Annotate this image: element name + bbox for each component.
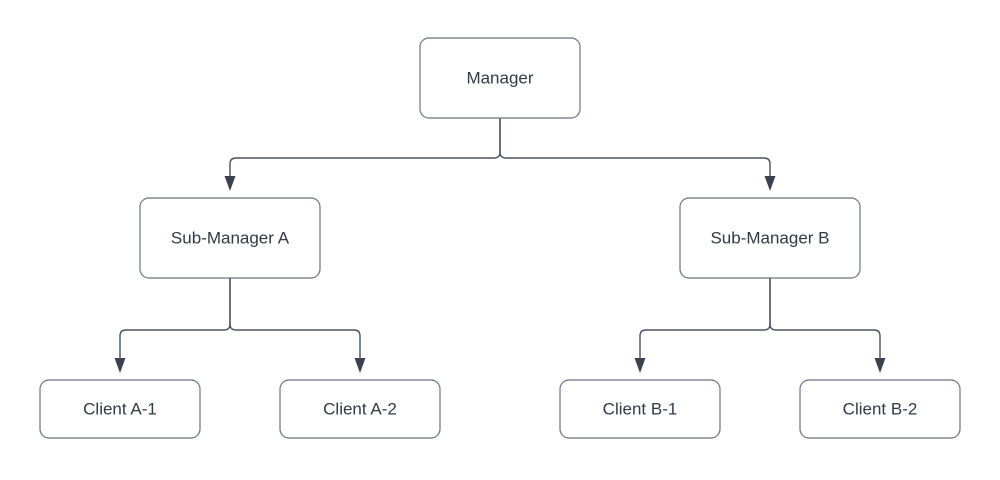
- node-client-a-2-box[interactable]: [279, 379, 441, 439]
- node-manager[interactable]: Manager: [419, 37, 581, 119]
- node-sub-manager-a-label: Sub-Manager A: [171, 228, 290, 247]
- node-client-b-1[interactable]: Client B-1: [559, 379, 721, 439]
- arrowhead-client-b-1: [634, 358, 646, 373]
- node-sub-manager-b-label: Sub-Manager B: [710, 228, 829, 247]
- edge-sub-manager-b-to-client-b-1: [639, 278, 771, 358]
- connector-group-level2-b: [634, 278, 886, 373]
- connector-group-level1: [224, 118, 776, 191]
- node-client-a-1-label: Client A-1: [83, 399, 157, 418]
- edge-sub-manager-b-to-client-b-2: [769, 278, 881, 358]
- node-client-b-2-label: Client B-2: [843, 399, 918, 418]
- node-sub-manager-a[interactable]: Sub-Manager A: [139, 197, 321, 279]
- node-client-b-1-box[interactable]: [559, 379, 721, 439]
- node-sub-manager-a-box[interactable]: [139, 197, 321, 279]
- node-manager-box[interactable]: [419, 37, 581, 119]
- edge-sub-manager-a-to-client-a-1: [119, 278, 231, 358]
- node-client-a-2-label: Client A-2: [323, 399, 397, 418]
- arrowhead-client-a-2: [354, 358, 366, 373]
- node-sub-manager-b[interactable]: Sub-Manager B: [679, 197, 861, 279]
- node-client-a-1-box[interactable]: [39, 379, 201, 439]
- node-client-a-2[interactable]: Client A-2: [279, 379, 441, 439]
- arrowhead-client-b-2: [874, 358, 886, 373]
- node-client-b-2[interactable]: Client B-2: [799, 379, 961, 439]
- edge-manager-to-sub-manager-a: [229, 118, 501, 176]
- edge-sub-manager-a-to-client-a-2: [229, 278, 361, 358]
- node-client-b-1-label: Client B-1: [603, 399, 678, 418]
- arrowhead-sub-manager-b: [764, 176, 776, 191]
- edge-manager-to-sub-manager-b: [499, 118, 771, 176]
- arrowhead-client-a-1: [114, 358, 126, 373]
- node-sub-manager-b-box[interactable]: [679, 197, 861, 279]
- node-client-a-1[interactable]: Client A-1: [39, 379, 201, 439]
- node-client-b-2-box[interactable]: [799, 379, 961, 439]
- node-manager-label: Manager: [466, 68, 533, 87]
- arrowhead-sub-manager-a: [224, 176, 236, 191]
- connector-group-level2-a: [114, 278, 366, 373]
